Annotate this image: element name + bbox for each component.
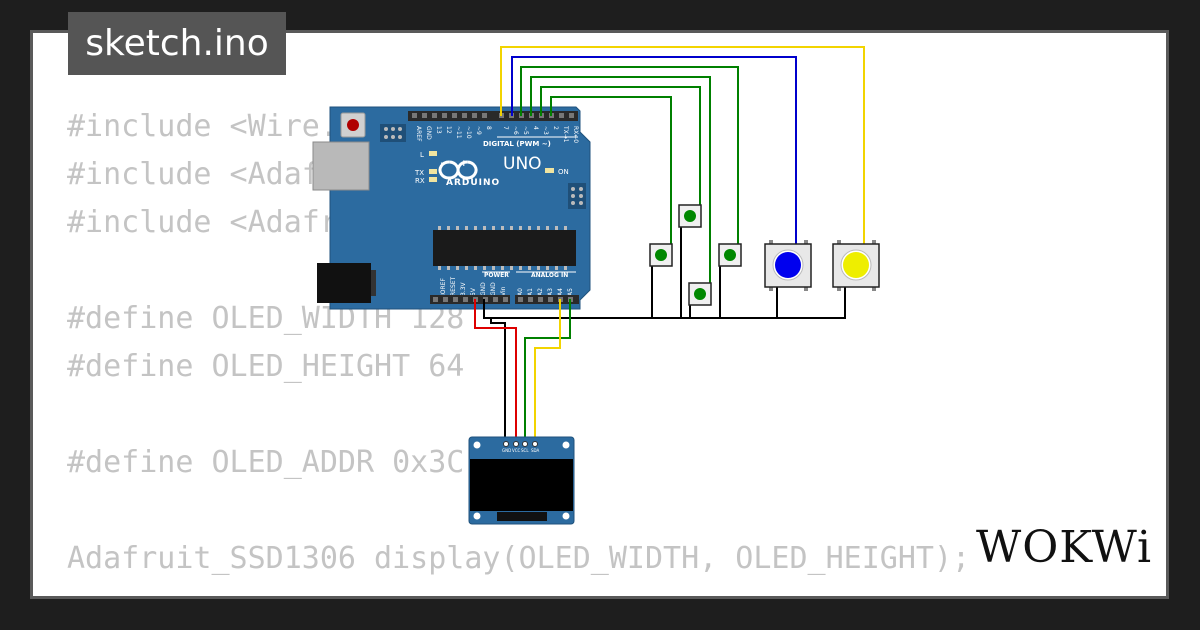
mcu-chip xyxy=(433,230,576,266)
pin-label: 7 xyxy=(502,126,509,130)
tx-label: TX xyxy=(414,169,424,177)
led-tx xyxy=(429,169,437,174)
code-line: #define OLED_ADDR 0x3C xyxy=(67,445,465,480)
pushbutton[interactable] xyxy=(688,282,712,306)
led-rx xyxy=(429,177,437,182)
board-name: UNO xyxy=(503,154,542,174)
analog-header xyxy=(515,295,579,304)
arduino-uno-board[interactable]: AREF GND 13 12 ~11 ~10 ~9 8 7 ~6 ~5 4 ~3… xyxy=(312,106,591,310)
button-cap[interactable] xyxy=(655,249,667,261)
button-cap[interactable] xyxy=(775,252,801,278)
button-cap[interactable] xyxy=(724,249,736,261)
digital-label: DIGITAL (PWM ~) xyxy=(483,140,551,148)
svg-text:+: + xyxy=(460,159,468,169)
wire-green[interactable] xyxy=(520,66,739,246)
pin-label: RX←0 xyxy=(572,126,579,143)
power-label: POWER xyxy=(484,272,509,279)
ground-wires xyxy=(483,226,846,444)
board-brand: ARDUINO xyxy=(446,178,500,188)
svg-text:−: − xyxy=(440,159,448,169)
pin-label: ~11 xyxy=(455,126,462,139)
pin-label: 3.3V xyxy=(460,281,467,296)
pin-label: 13 xyxy=(435,126,442,134)
code-line: Adafruit_SSD1306 display(OLED_WIDTH, OLE… xyxy=(67,541,971,576)
oled-pin-label: SDA xyxy=(531,448,540,453)
editor-card: #include <Wire.h>#include <Adafruit_GFX.… xyxy=(33,33,1166,596)
pin-label: 2 xyxy=(552,126,559,130)
wire-red[interactable] xyxy=(474,299,517,444)
wire-green[interactable] xyxy=(540,86,701,210)
button-cap[interactable] xyxy=(694,288,706,300)
pin-label: GND xyxy=(480,282,487,296)
pushbutton-large[interactable] xyxy=(764,240,812,291)
digital-header xyxy=(408,111,578,121)
led-l xyxy=(429,151,437,156)
pin-label: GND xyxy=(425,126,432,140)
pushbutton-large[interactable] xyxy=(832,240,880,291)
pin-label: 12 xyxy=(445,126,452,134)
pin-label: A1 xyxy=(527,288,534,296)
oled-pin-label: VCC xyxy=(512,448,521,453)
power-header xyxy=(430,295,510,304)
arduino-logo: − + xyxy=(438,159,478,180)
pin-label: ~10 xyxy=(465,126,472,139)
pushbutton[interactable] xyxy=(649,243,673,267)
pin-label: 8 xyxy=(485,126,492,130)
pin-label: IOREF xyxy=(440,278,447,296)
pin-label: ~5 xyxy=(522,126,529,135)
pin-label: AREF xyxy=(415,126,422,142)
oled-wires xyxy=(474,299,571,444)
pin-label: TX→1 xyxy=(562,125,569,143)
oled-screen xyxy=(470,459,573,511)
pin-label: A0 xyxy=(517,288,524,296)
pin-label: ~9 xyxy=(475,126,482,135)
rx-label: RX xyxy=(415,177,425,185)
pin-label: A2 xyxy=(537,288,544,296)
oled-pin-label: SCL xyxy=(521,448,529,453)
wire-black[interactable] xyxy=(490,318,506,444)
pin-label: 5V xyxy=(470,287,477,296)
wire-green[interactable] xyxy=(550,96,672,246)
wire-yellow[interactable] xyxy=(534,299,561,444)
wire-green[interactable] xyxy=(524,299,571,444)
pin-label: A5 xyxy=(567,288,574,296)
pin-label: ~3 xyxy=(542,126,549,135)
file-tab[interactable]: sketch.ino xyxy=(68,12,286,75)
button-cap[interactable] xyxy=(843,252,869,278)
button-cap[interactable] xyxy=(684,210,696,222)
pin-label: RESET xyxy=(450,276,457,296)
pin-label: A4 xyxy=(557,288,564,296)
oled-display[interactable]: GND VCC SCL SDA xyxy=(468,436,575,525)
wire-green[interactable] xyxy=(530,76,711,285)
pushbutton[interactable] xyxy=(718,243,742,267)
usb-connector xyxy=(312,141,370,191)
digital-wires xyxy=(500,46,865,285)
pin-label: GND xyxy=(490,282,497,296)
wire-black[interactable] xyxy=(483,284,846,319)
oled-pin-label: GND xyxy=(502,448,511,453)
wire-yellow[interactable] xyxy=(500,46,865,244)
power-jack xyxy=(317,263,371,303)
on-label: ON xyxy=(558,168,569,176)
pin-label: Vin xyxy=(500,286,507,296)
analog-label: ANALOG IN xyxy=(531,272,568,279)
pushbutton[interactable] xyxy=(678,204,702,228)
wire-blue[interactable] xyxy=(511,56,797,244)
pin-label: 4 xyxy=(532,126,539,130)
l-label: L xyxy=(420,151,424,159)
led-on xyxy=(545,168,554,173)
pin-label: A3 xyxy=(547,288,554,296)
code-line: #define OLED_HEIGHT 64 xyxy=(67,349,465,384)
wokwi-logo: WOKWi xyxy=(976,522,1153,573)
pin-label: ~6 xyxy=(512,126,519,135)
